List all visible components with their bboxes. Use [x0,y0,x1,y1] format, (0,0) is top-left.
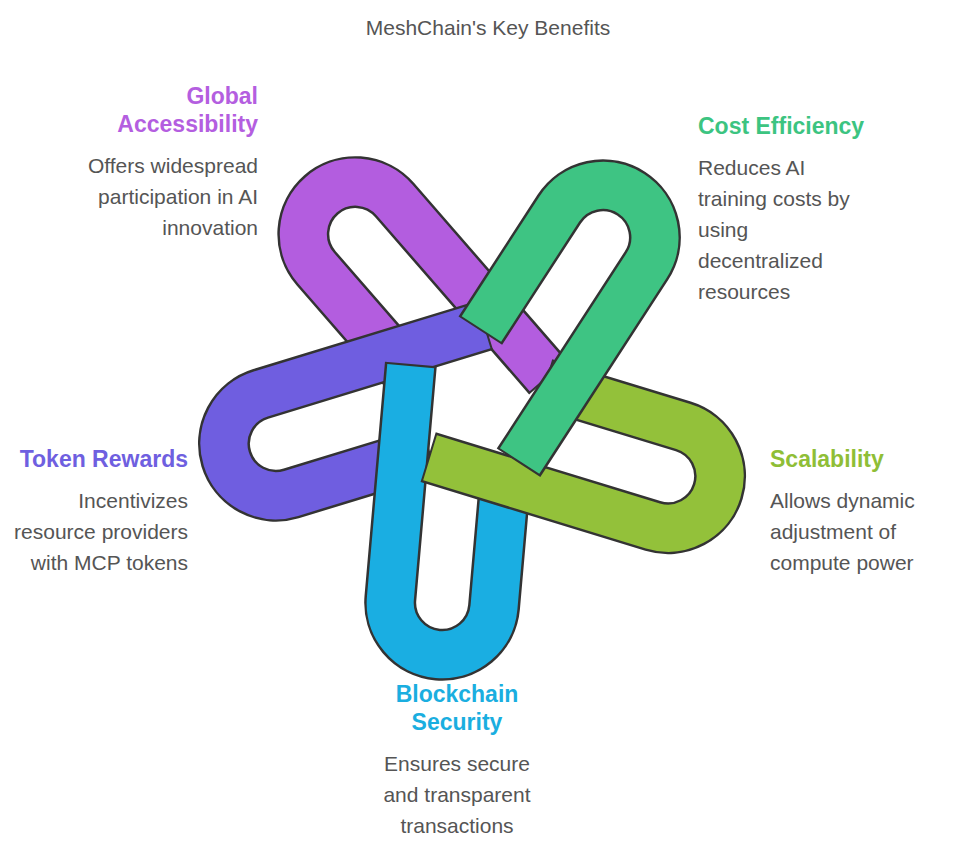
benefit-heading: Global Accessibility [58,82,258,138]
benefit-description: Allows dynamic adjustment of compute pow… [770,485,966,578]
benefit-description: Ensures secure and transparent transacti… [372,748,542,841]
benefit-block: Global AccessibilityOffers widespread pa… [58,82,258,243]
benefit-block: Token RewardsIncentivizes resource provi… [8,445,188,578]
benefit-block: Blockchain SecurityEnsures secure and tr… [372,680,542,841]
benefit-heading: Scalability [770,445,966,473]
link-cost [431,165,675,462]
benefit-block: ScalabilityAllows dynamic adjustment of … [770,445,966,578]
link-blockchain [386,364,515,659]
benefit-heading: Token Rewards [8,445,188,473]
benefit-description: Reduces AI training costs by using decen… [698,152,873,307]
diagram-title: MeshChain's Key Benefits [0,16,976,40]
benefit-description: Incentivizes resource providers with MCP… [8,485,188,578]
benefit-block: Cost EfficiencyReduces AI training costs… [698,112,873,307]
benefit-heading: Cost Efficiency [698,112,873,140]
benefit-description: Offers widespread participation in AI in… [58,150,258,243]
benefit-heading: Blockchain Security [372,680,542,736]
